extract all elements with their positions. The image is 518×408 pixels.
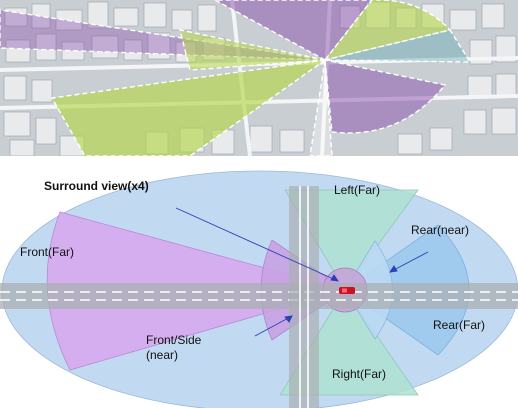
label-rear-near: Rear(near) — [411, 223, 469, 237]
photo-gray-sector — [309, 59, 333, 156]
photo-teal-sector — [324, 29, 472, 63]
road-horizontal — [0, 283, 518, 309]
label-left-far: Left(Far) — [334, 183, 380, 197]
label-right-far: Right(Far) — [332, 367, 386, 381]
label-front-side-line2: (near) — [146, 348, 178, 362]
ego-car-window — [342, 288, 347, 293]
label-rear-far: Rear(Far) — [433, 318, 485, 332]
photo-green-sector-small — [179, 29, 326, 71]
label-front-side-line1: Front/Side — [146, 333, 202, 347]
label-front-far: Front(Far) — [20, 245, 74, 259]
photo-coverage-sectors — [0, 0, 472, 156]
aerial-city-photo — [0, 0, 518, 156]
photo-green-sector-front — [50, 59, 326, 156]
label-surround-view: Surround view(x4) — [44, 179, 149, 193]
pointer-arrows — [175, 207, 429, 337]
photo-purple-sector-bottom — [324, 59, 447, 134]
road-vertical — [289, 186, 319, 408]
photo-green-sector-top-right — [323, 0, 452, 62]
